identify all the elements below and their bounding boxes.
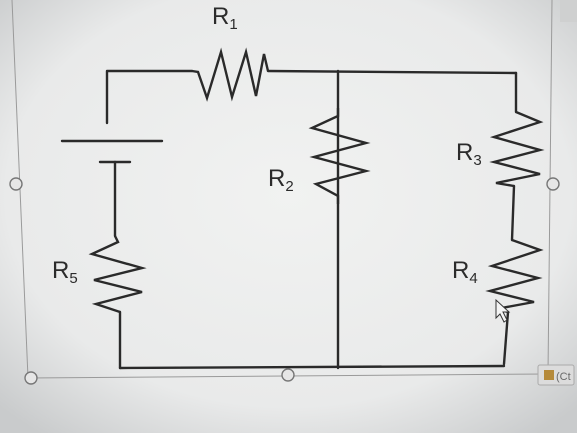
window-edge-strip — [560, 0, 577, 22]
clipboard-icon — [544, 370, 554, 380]
resize-handle-bottom-left[interactable] — [24, 371, 38, 385]
resistor-r5-zigzag — [88, 235, 147, 314]
wire-top-right — [266, 69, 518, 75]
resize-handle-right[interactable] — [546, 177, 560, 191]
layout-options-badge[interactable]: (Ct — [537, 364, 575, 386]
resistor-r2-zigzag — [308, 108, 371, 204]
label-r3: R3 — [456, 139, 482, 169]
cursor-icon — [495, 298, 511, 323]
resistor-r1 — [191, 47, 270, 102]
label-r4: R4 — [452, 257, 478, 287]
badge-text: (Ct — [556, 371, 571, 383]
resistor-r5 — [88, 235, 147, 314]
label-r1: R1 — [212, 3, 238, 33]
resistor-r2 — [308, 108, 371, 204]
wire-right-mid — [510, 184, 516, 242]
resistor-r3-zigzag — [489, 110, 545, 188]
image-selection-frame[interactable] — [9, 0, 560, 385]
wire-left-top — [105, 69, 194, 125]
resistor-r3 — [489, 110, 545, 188]
wire-bottom — [118, 364, 506, 370]
wire-right-bottom — [502, 310, 510, 366]
resize-handle-bottom[interactable] — [281, 368, 295, 382]
resistor-r1-zigzag — [191, 47, 270, 102]
resize-handle-left[interactable] — [9, 177, 23, 191]
circuit-wires — [105, 69, 518, 370]
label-r5: R5 — [52, 257, 78, 287]
battery-symbol — [60, 139, 164, 164]
label-r2: R2 — [268, 165, 294, 195]
